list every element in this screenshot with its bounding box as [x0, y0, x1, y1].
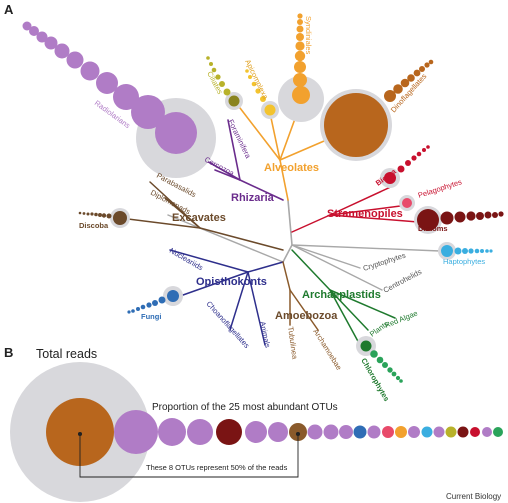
- discoba-bubbles: [78, 208, 130, 228]
- chlorophytes-bubbles: [356, 336, 403, 383]
- otu-22: [482, 427, 492, 437]
- haptophytes-bubbles: [438, 242, 493, 260]
- taxon-haptophytes: Haptophytes: [443, 257, 485, 266]
- panel-b-label: B: [4, 345, 13, 360]
- otu-2: [114, 410, 158, 454]
- pelagophytes-bubbles: [399, 195, 415, 211]
- group-rhizaria: Rhizaria: [231, 192, 275, 204]
- group-amoebozoa: Amoebozoa: [275, 310, 338, 322]
- otu-20: [457, 426, 469, 438]
- taxon-foraminifera: Foraminifera: [226, 118, 253, 161]
- dinoflagellates-bubbles: [320, 59, 434, 161]
- otu-4: [187, 419, 213, 445]
- taxon-apicomplexa: Apicomplexa: [243, 58, 270, 101]
- otu-13: [367, 425, 381, 439]
- taxon-diatoms: Diatoms: [418, 224, 448, 233]
- otu-7: [268, 422, 288, 442]
- group-excavates: Excavates: [172, 212, 226, 224]
- fungi-bubbles: [127, 286, 183, 314]
- bracket-note: These 8 OTUs represent 50% of the reads: [146, 463, 288, 472]
- otu-18: [433, 426, 445, 438]
- otu-14: [382, 426, 394, 438]
- taxon-cercozoa: Cercozoa: [203, 155, 236, 178]
- group-labels: Alveolates Rhizaria Stramenopiles Excava…: [172, 162, 403, 322]
- group-archaeplastids: Archaeplastids: [302, 289, 381, 301]
- radiolarians-bubbles: [22, 21, 216, 178]
- panel-a-label: A: [4, 2, 14, 17]
- otu-19: [445, 426, 457, 438]
- syndiniales-bubbles: [278, 13, 324, 122]
- taxon-pelagophytes: Pelagophytes: [417, 177, 463, 200]
- otu-9: [307, 424, 323, 440]
- otu-6: [245, 421, 267, 443]
- otu-23: [493, 427, 503, 437]
- group-alveolates: Alveolates: [264, 162, 319, 174]
- otu-bubbles: [10, 362, 503, 502]
- taxon-nucleariids: Nucleariids: [168, 246, 205, 272]
- taxon-tubulinea: Tubulinea: [286, 326, 300, 360]
- otu-11: [339, 425, 353, 439]
- taxon-animals: Animals: [258, 321, 272, 349]
- tree-branches: [119, 104, 441, 346]
- ciliates-bubbles: [206, 56, 243, 110]
- journal-footer: Current Biology: [446, 492, 501, 501]
- diatoms-bubbles: [414, 206, 504, 234]
- otu-16: [408, 426, 420, 438]
- taxon-archamoebae: Archamoebae: [311, 327, 343, 371]
- taxon-centrohelids: Centrohelids: [382, 267, 424, 295]
- group-stramenopiles: Stramenopiles: [327, 208, 403, 220]
- proportion-title: Proportion of the 25 most abundant OTUs: [152, 402, 338, 413]
- bicyra-bubbles: [380, 145, 430, 188]
- total-reads-label: Total reads: [36, 347, 97, 361]
- otu-17: [421, 426, 433, 438]
- taxon-discoba: Discoba: [79, 221, 109, 230]
- group-opisthokonts: Opisthokonts: [196, 276, 267, 288]
- otu-5: [216, 419, 242, 445]
- apicomplexa-bubbles: [245, 69, 279, 119]
- otu-10: [323, 424, 339, 440]
- fifty-percent-bracket: [77, 431, 301, 478]
- otu-3: [158, 418, 186, 446]
- otu-21: [470, 427, 480, 437]
- otu-15: [395, 426, 407, 438]
- otu-12: [353, 425, 367, 439]
- taxon-syndiniales: Syndiniales: [304, 16, 313, 55]
- taxon-fungi: Fungi: [141, 312, 161, 321]
- taxon-cryptophytes: Cryptophytes: [362, 251, 407, 273]
- taxon-choanoflagellates: Choanoflagellates: [205, 299, 252, 350]
